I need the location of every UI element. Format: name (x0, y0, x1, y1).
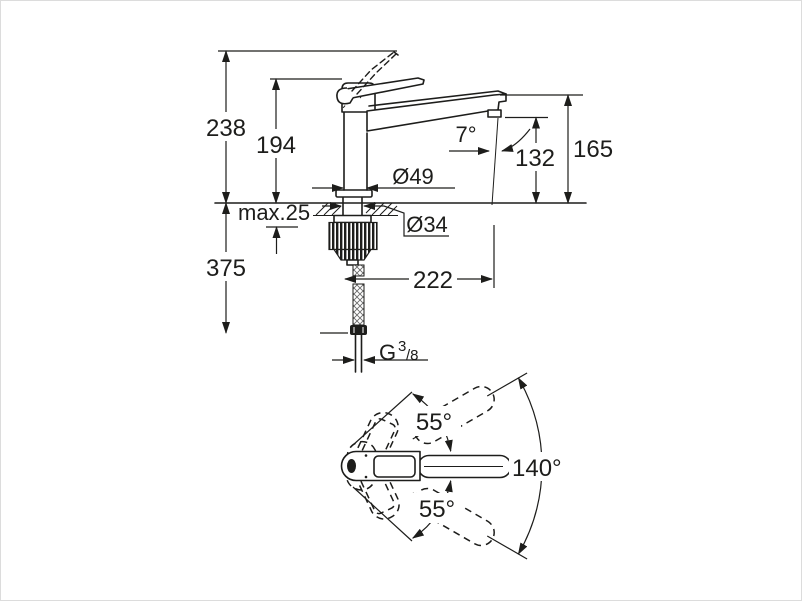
thread-label-numerator: 3 (398, 338, 406, 355)
lever-indicator-lines (352, 391, 413, 542)
dim-body-height: 194 (254, 78, 342, 204)
hose-fitting (350, 325, 367, 335)
flex-hose (352, 264, 365, 277)
dim-outlet-height: 132 (505, 116, 557, 204)
dim-total-height: 238 (204, 50, 397, 204)
hole-diameter-label: Ø34 (406, 212, 448, 237)
dim-spout-angle: 7° (449, 122, 531, 155)
swivel-total-label: 140° (512, 455, 562, 482)
outlet-height-label: 132 (515, 145, 555, 172)
top-view: 55° 140° 55° (340, 372, 567, 560)
spout-reach-label: 222 (413, 267, 453, 294)
total-height-label: 238 (206, 115, 246, 142)
spout-top-height-label: 165 (573, 136, 613, 163)
thread-label-denominator: /8 (406, 347, 419, 364)
spout-angle-label: 7° (455, 122, 476, 147)
thread-label-g: G (379, 340, 396, 365)
dim-max-deck: max.25 (238, 200, 310, 254)
mounting-nut (328, 221, 378, 251)
swivel-lower-label: 55° (419, 496, 455, 523)
body-height-label: 194 (256, 132, 296, 159)
below-deck-label: 375 (206, 255, 246, 282)
lever-top-view (373, 455, 416, 478)
aerator-dot (347, 459, 356, 473)
raised-lever-dashed (351, 51, 399, 95)
dim-thread: G 3 /8 (332, 338, 428, 365)
faucet-body (328, 51, 507, 373)
stream-angle-line (491, 117, 499, 206)
dim-spout-top-height: 165 (500, 94, 613, 204)
swivel-upper-label: 55° (416, 409, 452, 436)
dim-below-deck: 375 (204, 202, 348, 334)
dim-body-diameter: Ø49 (312, 164, 455, 192)
faucet-top-view (340, 450, 512, 482)
dim-hole-diameter: Ø34 (322, 202, 449, 237)
front-view: 238 194 375 max.25 165 (204, 50, 613, 373)
body-diameter-label: Ø49 (392, 164, 434, 189)
swivel-labels: 55° 140° 55° (409, 406, 567, 523)
g38-connector (354, 334, 363, 373)
dim-spout-reach: 222 (344, 225, 495, 294)
max-deck-label: max.25 (238, 200, 310, 225)
